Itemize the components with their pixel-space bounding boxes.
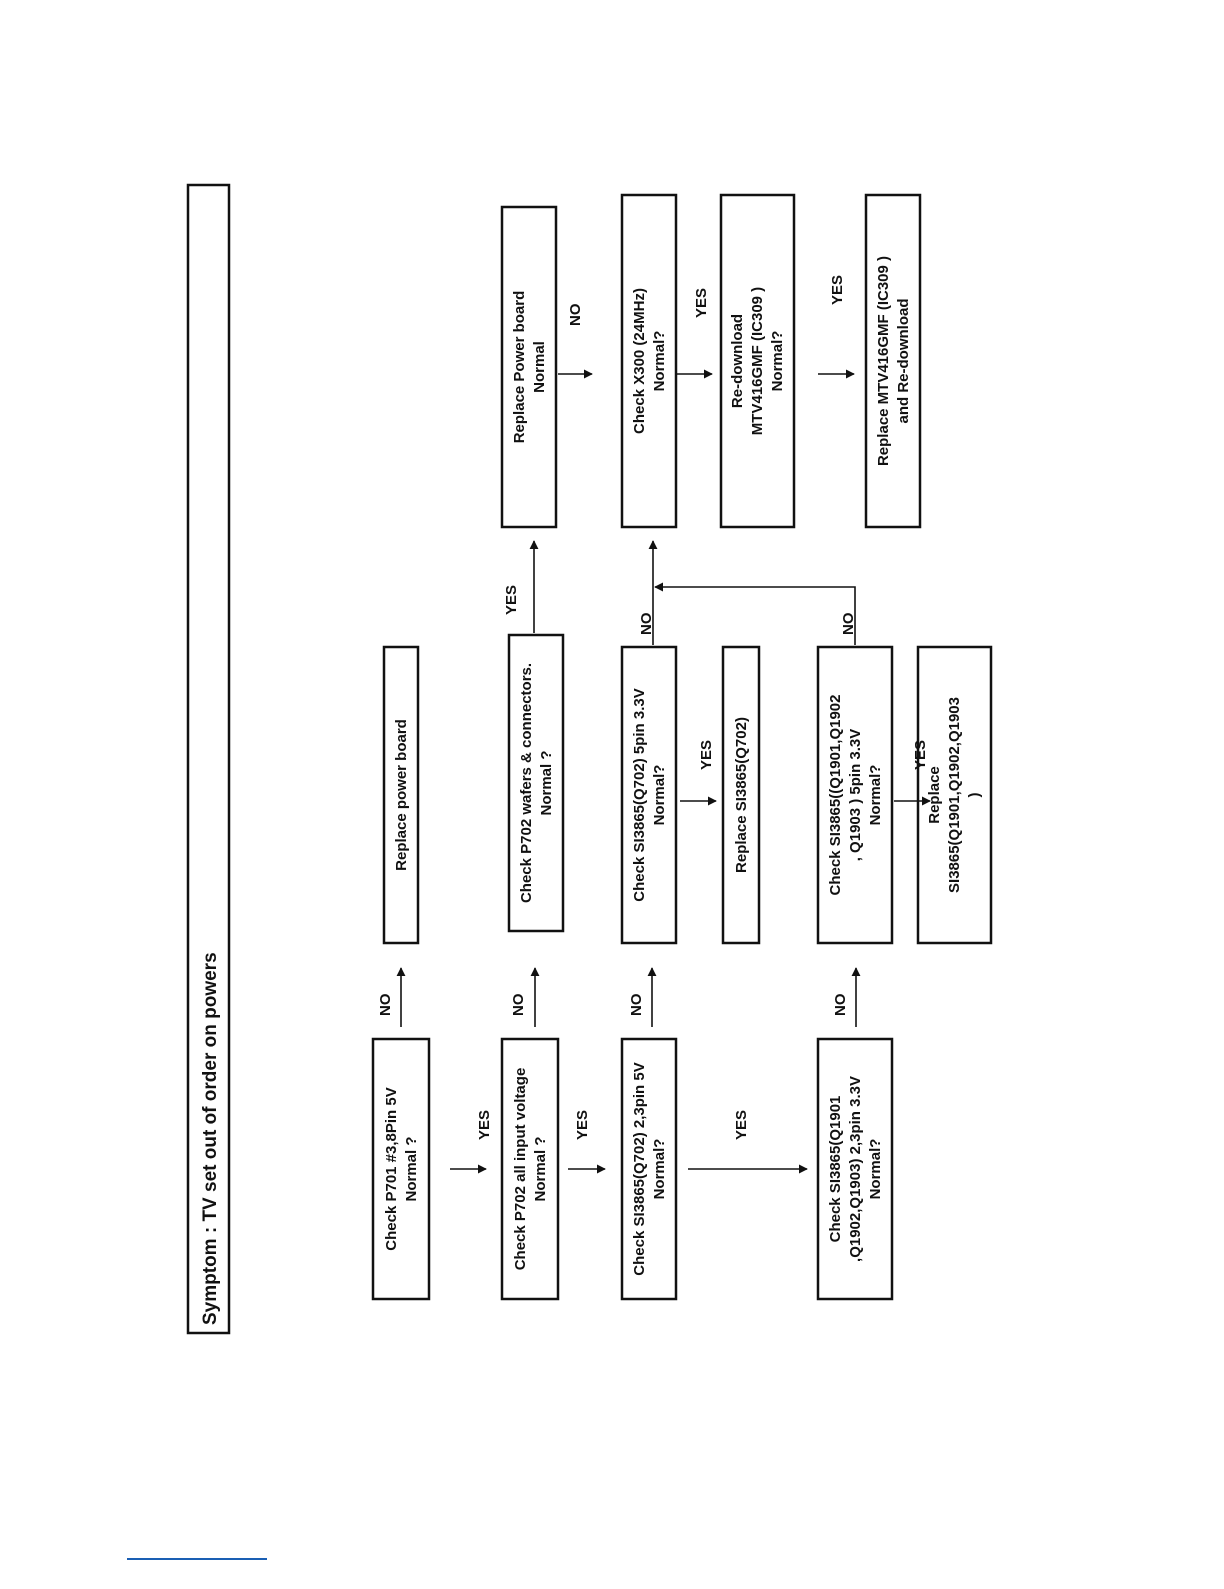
box-text-line: Check SI3865(Q702) 2,3pin 5V [631,1062,648,1275]
box-text-line: Check P701 #3,8Pin 5V [383,1087,400,1250]
replace-q702-text: Replace SI3865(Q702) [733,717,750,873]
check-q702-5pin-box [620,645,678,945]
no-label-power-board: NO [567,303,584,326]
box-text-line: Normal ? [532,1136,549,1201]
box-text-line: Normal? [867,1139,884,1200]
yes-label-q1901-5pin: YES [912,740,929,770]
check-x300-text: Check X300 (24MHz)Normal? [631,288,668,434]
box-text-line: Check X300 (24MHz) [631,288,648,434]
replace-mtv-box [864,193,922,529]
check-p702-wafers-text: Check P702 wafers & connectors.Normal ? [518,663,555,903]
replace-power-board-normal-box [500,205,558,529]
yes-label-q702: YES [733,1110,750,1140]
replace-mtv-text: Replace MTV416GMF (IC309 )and Re-downloa… [875,256,912,466]
check-q1901-23pin-text: Check SI3865(Q1901,Q1902,Q1903) 2,3pin 3… [827,1076,884,1262]
no-label-q702: NO [628,993,645,1016]
no-label-p701: NO [377,993,394,1016]
box-text-line: Normal? [769,331,786,392]
redownload-box [719,193,796,529]
box-text-line: , Q1903 ) 5pin 3.3V [847,729,864,862]
box-text-line: Normal [531,341,548,393]
yes-label-x300: YES [693,288,710,318]
no-label-q702-5pin: NO [638,612,655,635]
check-q702-23pin-box [620,1037,678,1301]
box-text-line: Replace MTV416GMF (IC309 ) [875,256,892,466]
box-text-line: Replace SI3865(Q702) [733,717,750,873]
check-q1901-23pin-box [816,1037,894,1301]
yes-label-redownload: YES [829,275,846,305]
box-text-line: Normal ? [538,750,555,815]
box-text-line: Re-download [729,314,746,408]
replace-q1901-box [916,645,993,945]
box-text-line: MTV416GMF (IC309 ) [749,287,766,435]
box-text-line: Check P702 all input voltage [512,1068,529,1271]
no-label-q1901: NO [832,993,849,1016]
box-text-line: SI3865(Q1901,Q1902,Q1903 [946,697,963,893]
box-text-line: Normal? [651,1139,668,1200]
replace-power-board-box [382,645,420,945]
box-text-line: Replace [926,766,943,824]
check-q1901-5pin-text: Check SI3865((Q1901,Q1902, Q1903 ) 5pin … [827,695,884,896]
title: Symptom : TV set out of order on powers [200,952,221,1325]
box-text-line: ,Q1902,Q1903) 2,3pin 3.3V [847,1076,864,1262]
box-text-line: Normal? [867,765,884,826]
box-text-line: Check SI3865(Q1901 [827,1096,844,1243]
check-x300-box [620,193,678,529]
box-text-line: Check SI3865((Q1901,Q1902 [827,695,844,896]
no-label-q1901-5pin: NO [840,612,857,635]
yes-label-p702: YES [574,1110,591,1140]
yes-label-wafers: YES [503,585,520,615]
yes-label-p701: YES [476,1110,493,1140]
box-text-line: Check SI3865(Q702) 5pin 3.3V [631,688,648,901]
box-text-line: Normal? [651,331,668,392]
box-text-line: and Re-download [895,299,912,424]
title-box [186,183,231,1335]
box-text-line: ) [966,793,983,798]
check-q1901-5pin-box [816,645,894,945]
box-text-line: Check P702 wafers & connectors. [518,663,535,903]
no-arrow-q1901-5pin [654,582,856,645]
box-text-line: Normal? [651,765,668,826]
replace-power-board-text: Replace power board [393,719,410,871]
box-text-line: Normal ? [403,1136,420,1201]
footer-rule [127,1558,267,1560]
check-p702-wafers-box [507,633,565,933]
replace-q702-box [721,645,761,945]
check-p702-input-box [500,1037,560,1301]
box-text-line: Replace Power board [511,291,528,444]
yes-label-q702-5pin: YES [698,740,715,770]
box-text-line: Replace power board [393,719,410,871]
no-label-p702: NO [510,993,527,1016]
check-p701-box [371,1037,431,1301]
